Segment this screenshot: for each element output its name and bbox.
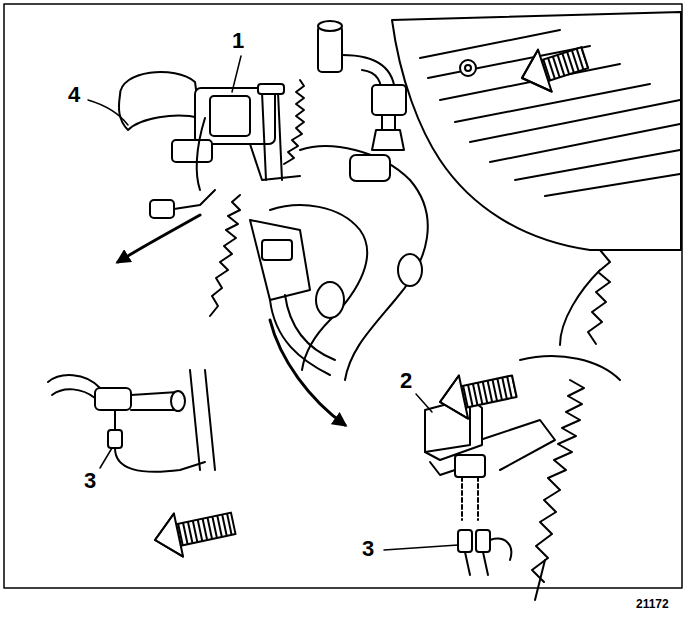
direction-arrow <box>270 320 345 425</box>
figure-frame <box>4 4 682 588</box>
callout-number: 4 <box>68 84 80 106</box>
view-arrow <box>515 37 591 99</box>
leader-line <box>88 56 458 550</box>
valve-cover <box>392 12 681 250</box>
callout-number: 2 <box>400 370 412 392</box>
vacuum-fitting <box>318 21 406 150</box>
vacuum-hose <box>262 92 282 180</box>
inset-detail <box>48 370 215 472</box>
callout-number: 1 <box>232 30 244 52</box>
inset-detail <box>425 250 620 600</box>
view-arrow <box>435 365 518 424</box>
wire-loom <box>284 80 304 164</box>
solenoid-assembly <box>119 72 300 218</box>
wire-loom <box>210 195 240 316</box>
callout-number: 3 <box>362 538 374 560</box>
direction-arrow <box>118 215 200 262</box>
view-arrow <box>150 502 237 562</box>
callout-number: 3 <box>84 470 96 492</box>
figure-number: 21172 <box>636 598 669 610</box>
mounting-bracket <box>250 220 335 375</box>
hose-end <box>258 84 284 94</box>
